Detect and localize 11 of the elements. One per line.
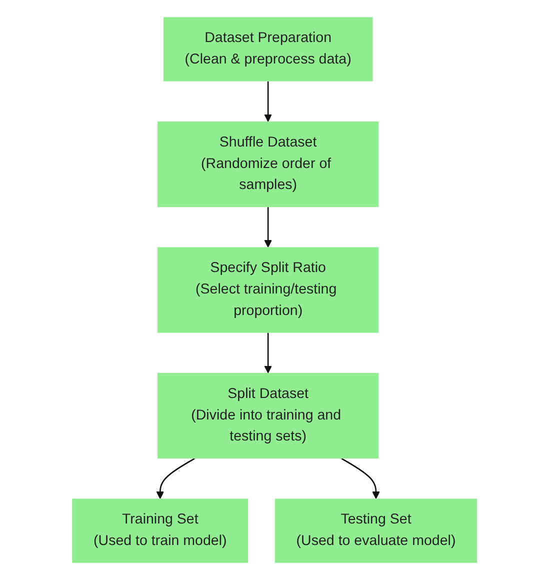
node-box: Training Set (Used to train model) — [72, 498, 248, 563]
arrow — [264, 207, 272, 248]
arrow — [156, 458, 195, 500]
node-box: Shuffle Dataset (Randomize order of samples) — [157, 121, 379, 208]
node-box: Split Dataset (Divide into training and testing sets) — [157, 372, 379, 459]
node-box: Dataset Preparation (Clean & preprocess data) — [163, 17, 373, 82]
node-box: Specify Split Ratio (Select training/testing proportion) — [157, 247, 379, 333]
node-box: Testing Set (Used to evaluate model) — [274, 498, 477, 563]
arrow — [341, 458, 380, 500]
arrow — [264, 81, 272, 122]
arrow — [264, 332, 272, 374]
